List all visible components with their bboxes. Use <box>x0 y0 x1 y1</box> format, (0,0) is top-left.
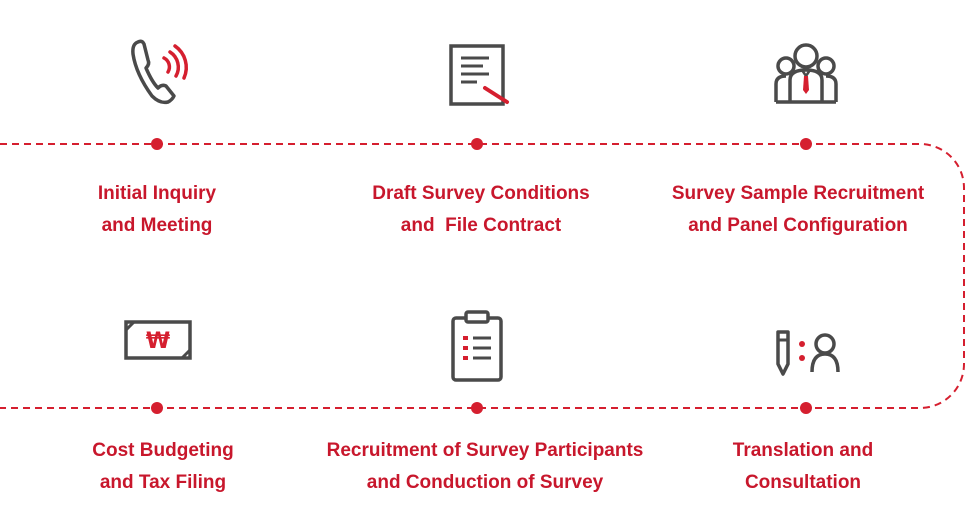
step-3-line2: and Panel Configuration <box>688 215 908 236</box>
step-label-2: Draft Survey Conditions and File Contrac… <box>321 178 641 242</box>
step-6-line1: Translation and <box>732 440 874 461</box>
step-4-line2: and Tax Filing <box>99 472 227 493</box>
step-node-4 <box>151 402 163 414</box>
step-label-3: Survey Sample Recruitment and Panel Conf… <box>638 178 958 242</box>
step-label-1: Initial Inquiry and Meeting <box>0 178 317 242</box>
clipboard-checklist-icon <box>451 310 503 382</box>
won-banknote-icon: ₩ <box>124 320 192 360</box>
step-node-2 <box>471 138 483 150</box>
svg-text:₩: ₩ <box>146 329 170 354</box>
step-1-line1: Initial Inquiry <box>97 183 217 204</box>
step-label-4: Cost Budgeting and Tax Filing <box>3 435 323 499</box>
step-label-6: Translation and Consultation <box>643 435 963 499</box>
step-node-1 <box>151 138 163 150</box>
step-2-line1: Draft Survey Conditions <box>372 183 590 204</box>
step-5-line1: Recruitment of Survey Participants <box>326 440 644 461</box>
pen-interview-person-icon <box>776 330 840 376</box>
step-label-5: Recruitment of Survey Participants and C… <box>325 435 645 499</box>
step-node-5 <box>471 402 483 414</box>
phone-ringing-icon <box>131 39 188 105</box>
step-1-line2: and Meeting <box>101 215 213 236</box>
step-6-line2: Consultation <box>744 472 862 493</box>
group-people-icon <box>774 43 838 104</box>
step-node-3 <box>800 138 812 150</box>
step-3-line1: Survey Sample Recruitment <box>671 183 925 204</box>
step-node-6 <box>800 402 812 414</box>
step-2-line2: and File Contract <box>400 215 562 236</box>
flow-connector-line <box>0 143 965 409</box>
document-contract-icon <box>449 44 509 106</box>
step-5-line2: and Conduction of Survey <box>366 472 604 493</box>
step-4-line1: Cost Budgeting <box>92 440 234 461</box>
